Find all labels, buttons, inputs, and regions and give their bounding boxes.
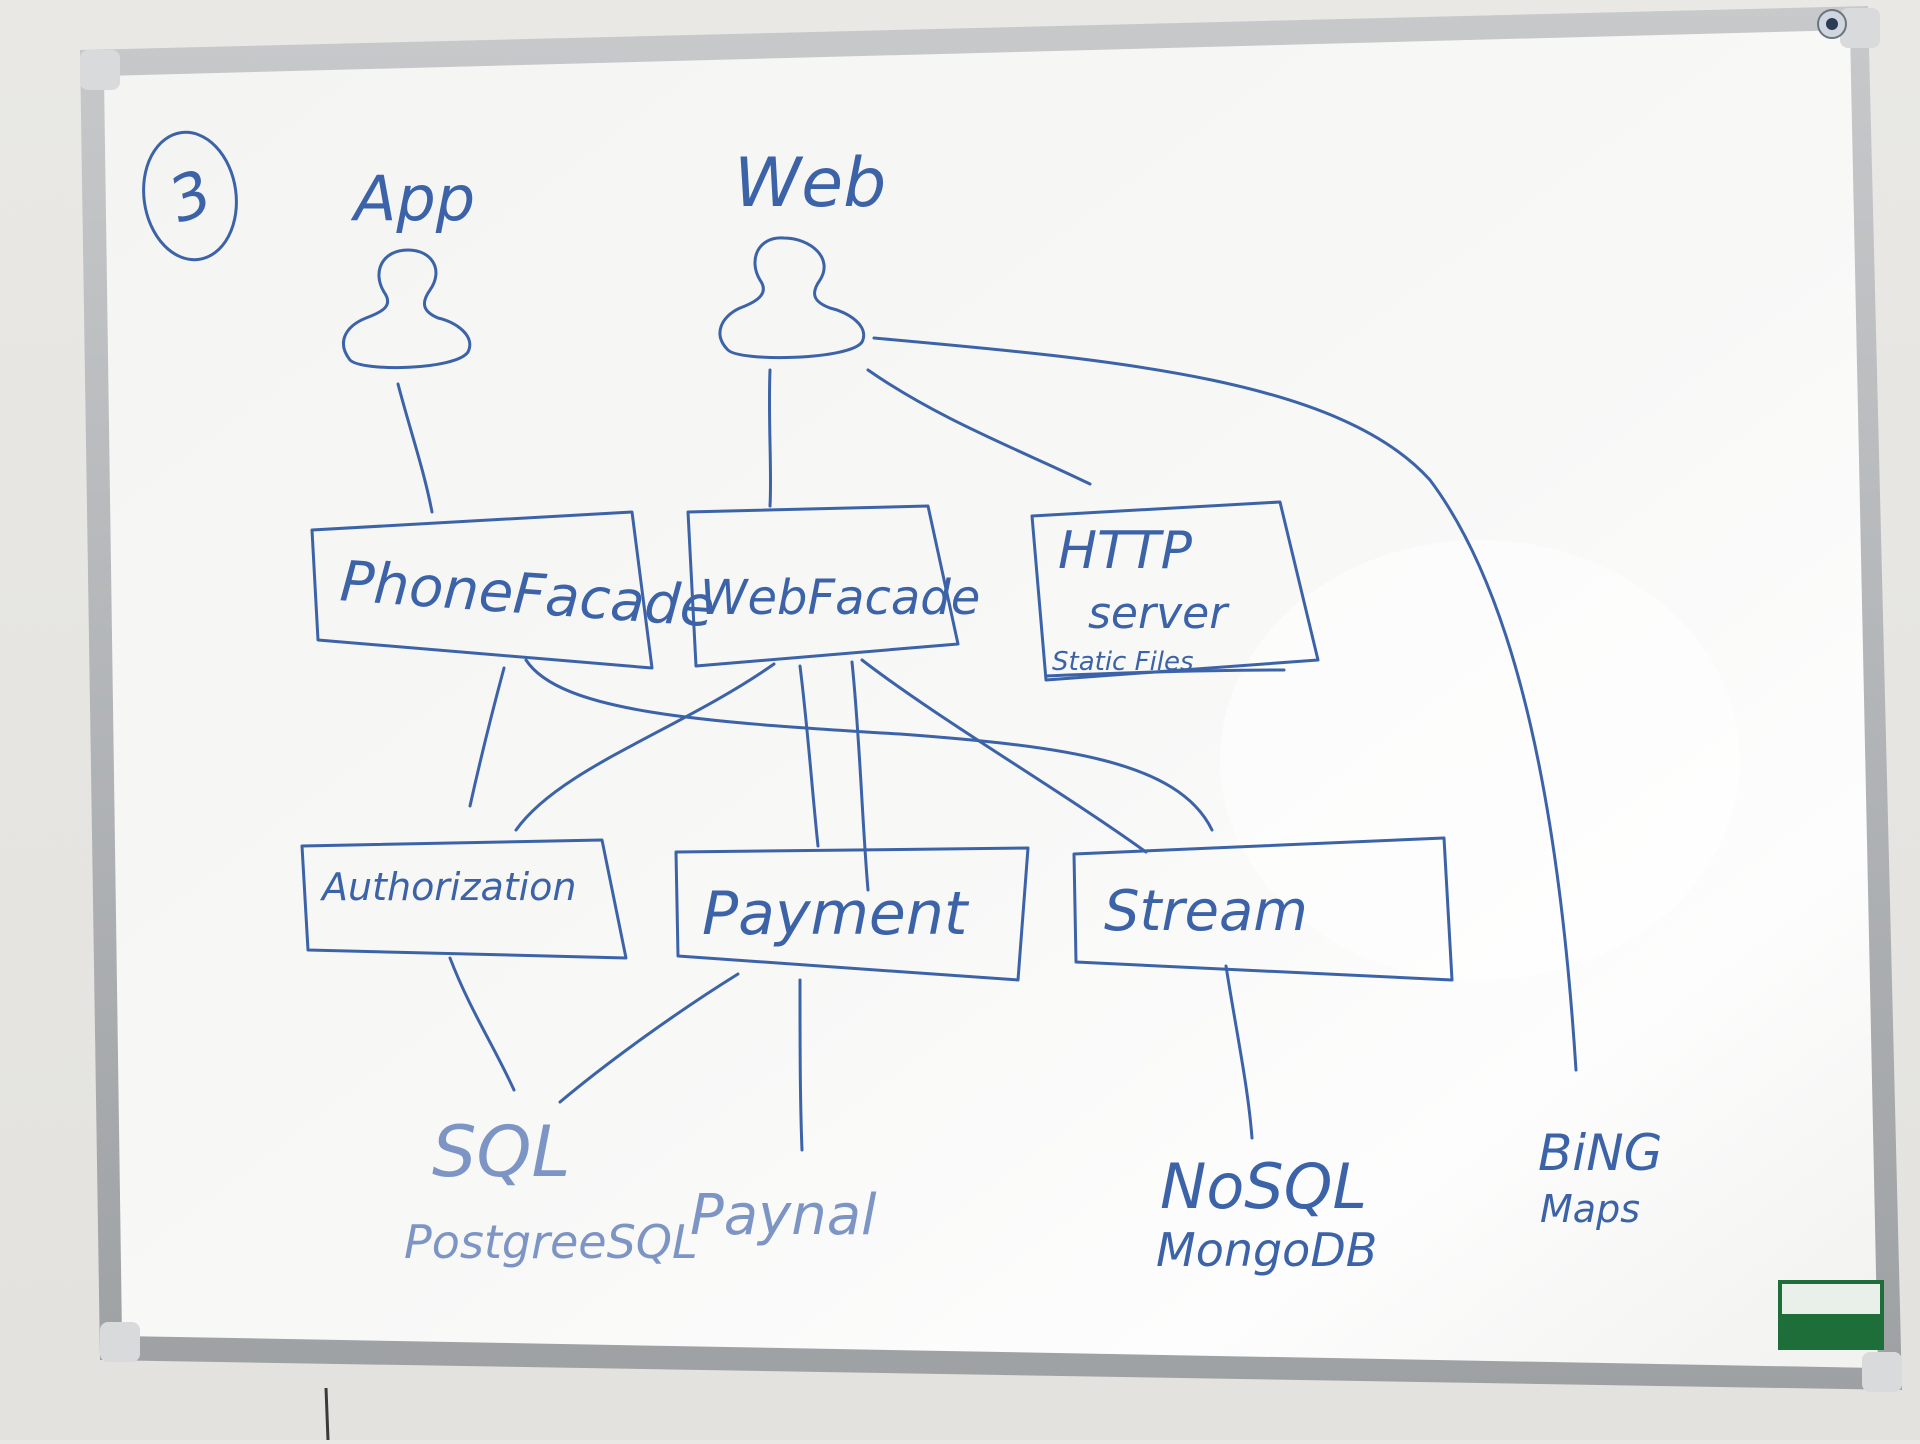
box-stream [1072, 836, 1454, 982]
box-label-http-server-note: Static Files [1052, 647, 1194, 677]
box-label-stream: Stream [1104, 879, 1308, 944]
magnet-icon-center [1826, 18, 1838, 30]
edge-web-facade-payment [798, 664, 820, 848]
actor-label-app: App [350, 162, 475, 235]
edge-payment-paynal [798, 978, 804, 1152]
edge-web-http-server [866, 368, 1092, 486]
store-label-sql: SQL [432, 1111, 571, 1193]
edge-web-facade-stream-a [850, 660, 870, 892]
edge-phone-authorization [468, 666, 506, 808]
box-authorization [300, 838, 628, 960]
box-http-server [1030, 500, 1320, 682]
edge-web-facade-stream-b [860, 658, 1148, 854]
user-icon-web [718, 236, 866, 360]
box-label-http-server: HTTP [1058, 521, 1193, 581]
edge-app-phone-facade [396, 382, 434, 514]
frame-corner [1862, 1352, 1902, 1392]
frame-corner [100, 1322, 140, 1362]
http-note-underline [1044, 668, 1286, 678]
box-payment [674, 846, 1030, 982]
store-label-paynal: Paynal [690, 1183, 877, 1248]
edge-phone-stream [524, 658, 1214, 832]
manufacturer-label-inner [1782, 1284, 1880, 1314]
box-label-web-facade: WebFacade [700, 570, 980, 626]
box-label-payment: Payment [702, 879, 970, 949]
box-label-http-server-sub: server [1088, 588, 1230, 639]
board-surface [104, 30, 1878, 1368]
actor-label-web: Web [734, 144, 886, 223]
frame-corner [1840, 8, 1880, 48]
edge-stream-nosql [1224, 964, 1254, 1140]
box-web-facade [686, 504, 960, 668]
store-label-bing-sub: Maps [1540, 1187, 1640, 1231]
box-phone-facade [310, 510, 654, 670]
box-label-authorization: Authorization [319, 865, 577, 909]
store-label-nosql: NoSQL [1160, 1150, 1367, 1223]
frame-corner [80, 50, 120, 90]
edge-authorization-sql [448, 956, 516, 1092]
light-glare [1220, 540, 1740, 980]
store-label-nosql-sub: MongoDB [1156, 1223, 1377, 1277]
page-number-circle [142, 130, 238, 262]
user-icon-app [342, 248, 472, 370]
edge-payment-sql [558, 972, 740, 1104]
store-label-sql-sub: PostgreeSQL [404, 1215, 698, 1269]
edge-web-facade-authorization [514, 662, 776, 832]
edge-web-bing [872, 336, 1578, 1072]
store-label-bing: BiNG [1538, 1124, 1662, 1182]
edge-web-web-facade [767, 368, 773, 508]
wall-mark [324, 1387, 330, 1441]
